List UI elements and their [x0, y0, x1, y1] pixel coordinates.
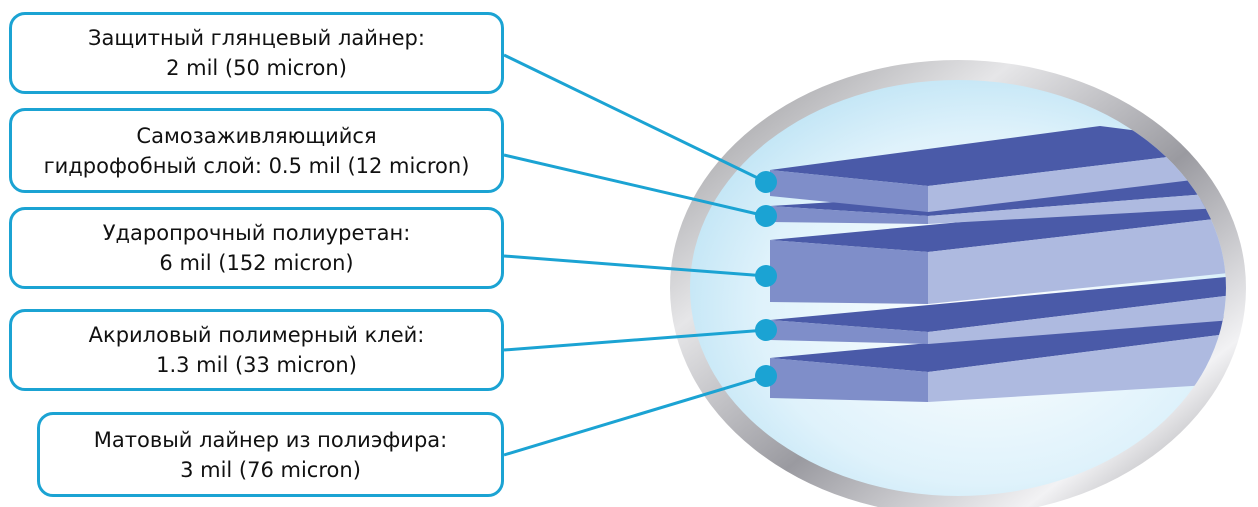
marker-dot-2 [755, 205, 777, 227]
marker-dot-1 [755, 171, 777, 193]
connector-line-4 [503, 328, 767, 352]
marker-dot-4 [755, 319, 777, 341]
label-adhesive-title: Акриловый полимерный клей: [88, 323, 425, 347]
label-adhesive-thickness: 1.3 mil (33 micron) [156, 353, 357, 377]
label-glossy-liner-title: Защитный глянцевый лайнер: [88, 26, 425, 50]
label-polyurethane-title: Ударопрочный полиуретан: [102, 221, 411, 245]
label-polyurethane: Ударопрочный полиуретан: 6 mil (152 micr… [9, 207, 504, 289]
label-glossy-liner-thickness: 2 mil (50 micron) [166, 56, 347, 80]
label-hydrophobic-layer: Самозаживляющийся гидрофобный слой: 0.5 … [9, 108, 504, 193]
connector-line-1 [503, 53, 767, 184]
label-adhesive: Акриловый полимерный клей: 1.3 mil (33 m… [9, 309, 504, 391]
marker-dot-5 [755, 365, 777, 387]
connector-line-3 [503, 254, 767, 278]
label-matte-liner-title: Матовый лайнер из полиэфира: [93, 427, 448, 452]
label-glossy-liner: Защитный глянцевый лайнер: 2 mil (50 mic… [9, 12, 504, 94]
label-polyurethane-thickness: 6 mil (152 micron) [159, 251, 354, 275]
label-hydrophobic-layer-thickness: гидрофобный слой: 0.5 mil (12 micron) [43, 153, 470, 178]
marker-dot-3 [755, 265, 777, 287]
connector-line-5 [503, 374, 767, 457]
layer-adhesive [770, 274, 1226, 344]
label-matte-liner-thickness: 3 mil (76 micron) [180, 457, 361, 482]
connector-line-2 [503, 153, 767, 218]
label-matte-liner: Матовый лайнер из полиэфира: 3 mil (76 m… [37, 412, 504, 497]
label-hydrophobic-layer-title: Самозаживляющийся [136, 123, 377, 148]
